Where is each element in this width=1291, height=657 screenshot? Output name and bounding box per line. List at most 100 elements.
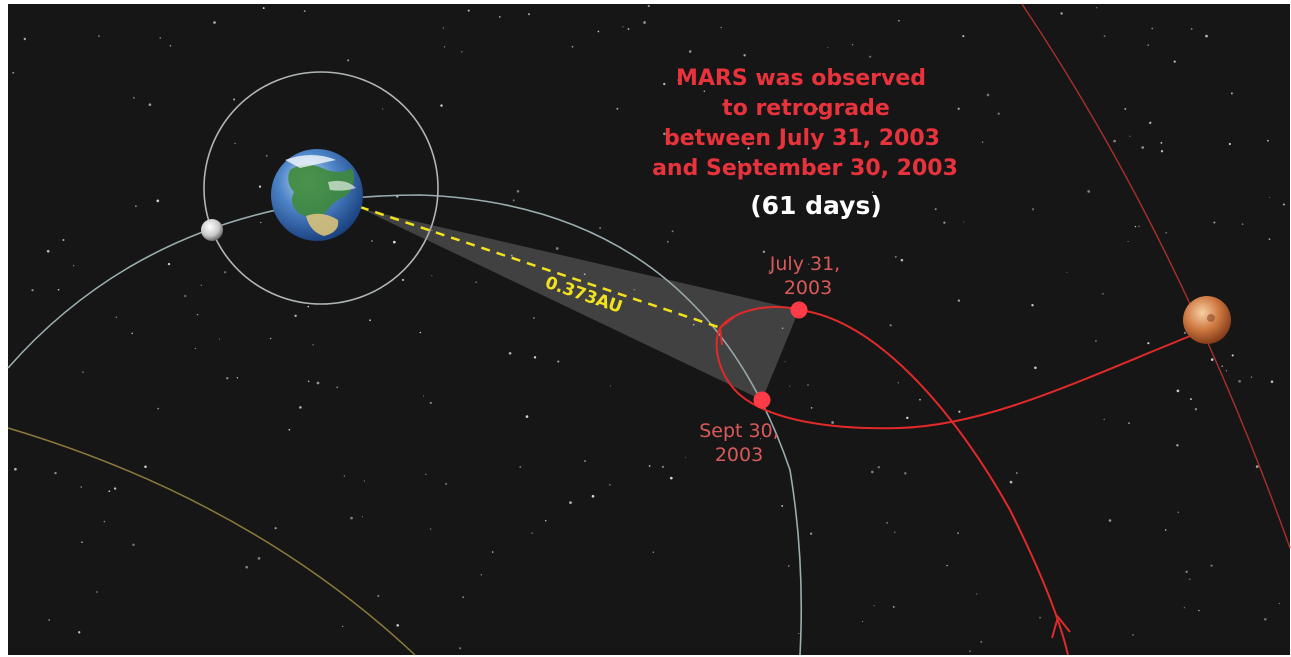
star: [906, 416, 909, 420]
star: [827, 47, 829, 48]
star: [1129, 135, 1131, 137]
star: [294, 314, 297, 318]
star: [361, 516, 363, 518]
star: [234, 142, 236, 145]
star: [622, 26, 624, 28]
star: [591, 494, 595, 498]
star: [934, 208, 937, 211]
star: [519, 466, 522, 468]
star: [226, 376, 229, 380]
star: [274, 527, 277, 530]
star: [762, 250, 766, 254]
star: [760, 132, 763, 134]
star: [1164, 529, 1167, 531]
star: [571, 46, 574, 48]
star: [159, 37, 161, 39]
star: [815, 107, 818, 110]
star: [491, 551, 494, 553]
star: [627, 28, 630, 30]
star: [343, 475, 345, 477]
star: [684, 456, 686, 458]
star: [1031, 304, 1034, 307]
star: [1255, 465, 1259, 468]
star: [789, 385, 791, 387]
star: [963, 221, 965, 223]
star: [425, 473, 427, 475]
star: [131, 332, 133, 335]
star: [1034, 366, 1037, 370]
star: [350, 516, 353, 520]
star: [720, 26, 722, 29]
star: [257, 557, 261, 560]
star: [781, 505, 784, 507]
mars-orbit: [1021, 3, 1291, 549]
star: [218, 338, 220, 340]
star: [258, 185, 262, 188]
star: [743, 54, 746, 57]
star: [307, 380, 310, 383]
title-line-3: between July 31, 2003: [664, 126, 940, 151]
star: [377, 594, 380, 597]
star: [753, 205, 756, 208]
star: [1270, 380, 1274, 383]
star: [512, 199, 515, 202]
star: [132, 96, 135, 99]
star: [1250, 376, 1253, 378]
star: [1269, 196, 1271, 199]
star: [369, 319, 371, 322]
star: [288, 428, 291, 431]
star: [688, 50, 692, 53]
star: [135, 205, 137, 208]
star: [303, 10, 306, 12]
star: [1134, 225, 1137, 228]
star: [1228, 142, 1231, 146]
star: [78, 631, 81, 634]
star: [266, 155, 268, 157]
end-date-line-1: Sept 30,: [699, 420, 779, 442]
star: [103, 520, 106, 523]
star: [1213, 221, 1216, 224]
star: [1177, 511, 1180, 514]
star: [262, 7, 265, 10]
star: [781, 327, 784, 330]
star: [498, 16, 501, 18]
star: [423, 395, 425, 397]
star: [1176, 389, 1180, 393]
star: [510, 254, 513, 257]
star: [1210, 564, 1213, 567]
star: [1102, 292, 1104, 295]
star: [643, 21, 646, 24]
star: [837, 111, 840, 113]
star: [1185, 570, 1188, 573]
star: [633, 289, 635, 291]
star: [1151, 27, 1154, 30]
star: [1183, 331, 1187, 335]
star: [798, 632, 800, 635]
star: [809, 532, 813, 535]
star: [533, 356, 537, 359]
star: [897, 382, 900, 384]
star: [312, 344, 314, 346]
star: [1190, 28, 1193, 30]
mars-icon: [1183, 296, 1231, 344]
star: [1225, 370, 1228, 372]
star: [508, 351, 512, 355]
star: [1160, 150, 1164, 153]
title-line-2: to retrograde: [722, 96, 890, 121]
star: [108, 490, 111, 493]
star: [467, 9, 470, 12]
star: [527, 13, 531, 16]
star: [661, 465, 665, 469]
star: [347, 59, 350, 62]
star: [831, 421, 834, 424]
star: [144, 465, 147, 468]
star: [731, 173, 734, 176]
star: [223, 271, 227, 274]
star: [648, 465, 651, 467]
earth-orbit: [7, 194, 803, 656]
star: [429, 528, 432, 530]
star: [1165, 231, 1168, 234]
star: [1141, 146, 1144, 149]
star: [1103, 418, 1105, 421]
star: [316, 381, 320, 385]
